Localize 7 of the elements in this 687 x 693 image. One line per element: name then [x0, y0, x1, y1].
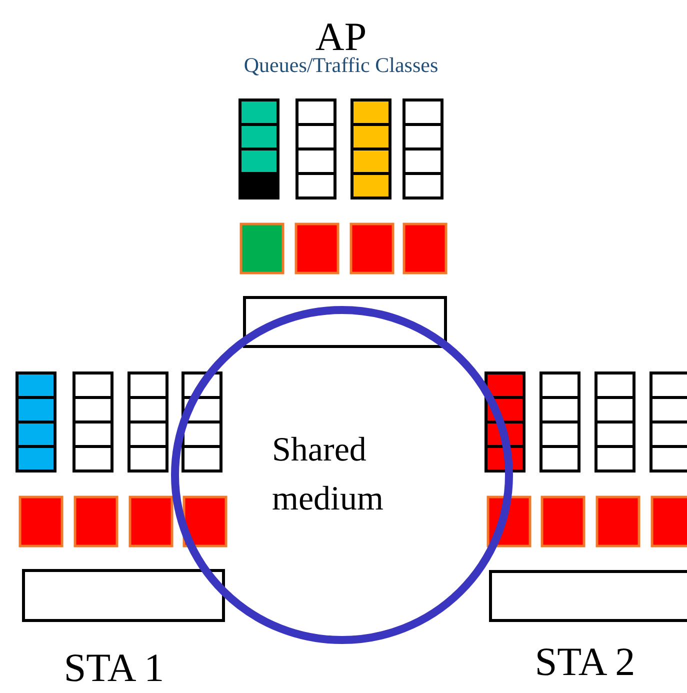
medium-label: Shared medium — [272, 430, 384, 520]
empty-box — [22, 569, 225, 622]
station-title: STA 2 — [534, 642, 636, 682]
queue-caption: Queues/Traffic Classes — [244, 55, 438, 76]
station-title: AP — [315, 17, 367, 57]
station-title: STA 1 — [64, 648, 164, 688]
empty-box — [489, 570, 687, 622]
